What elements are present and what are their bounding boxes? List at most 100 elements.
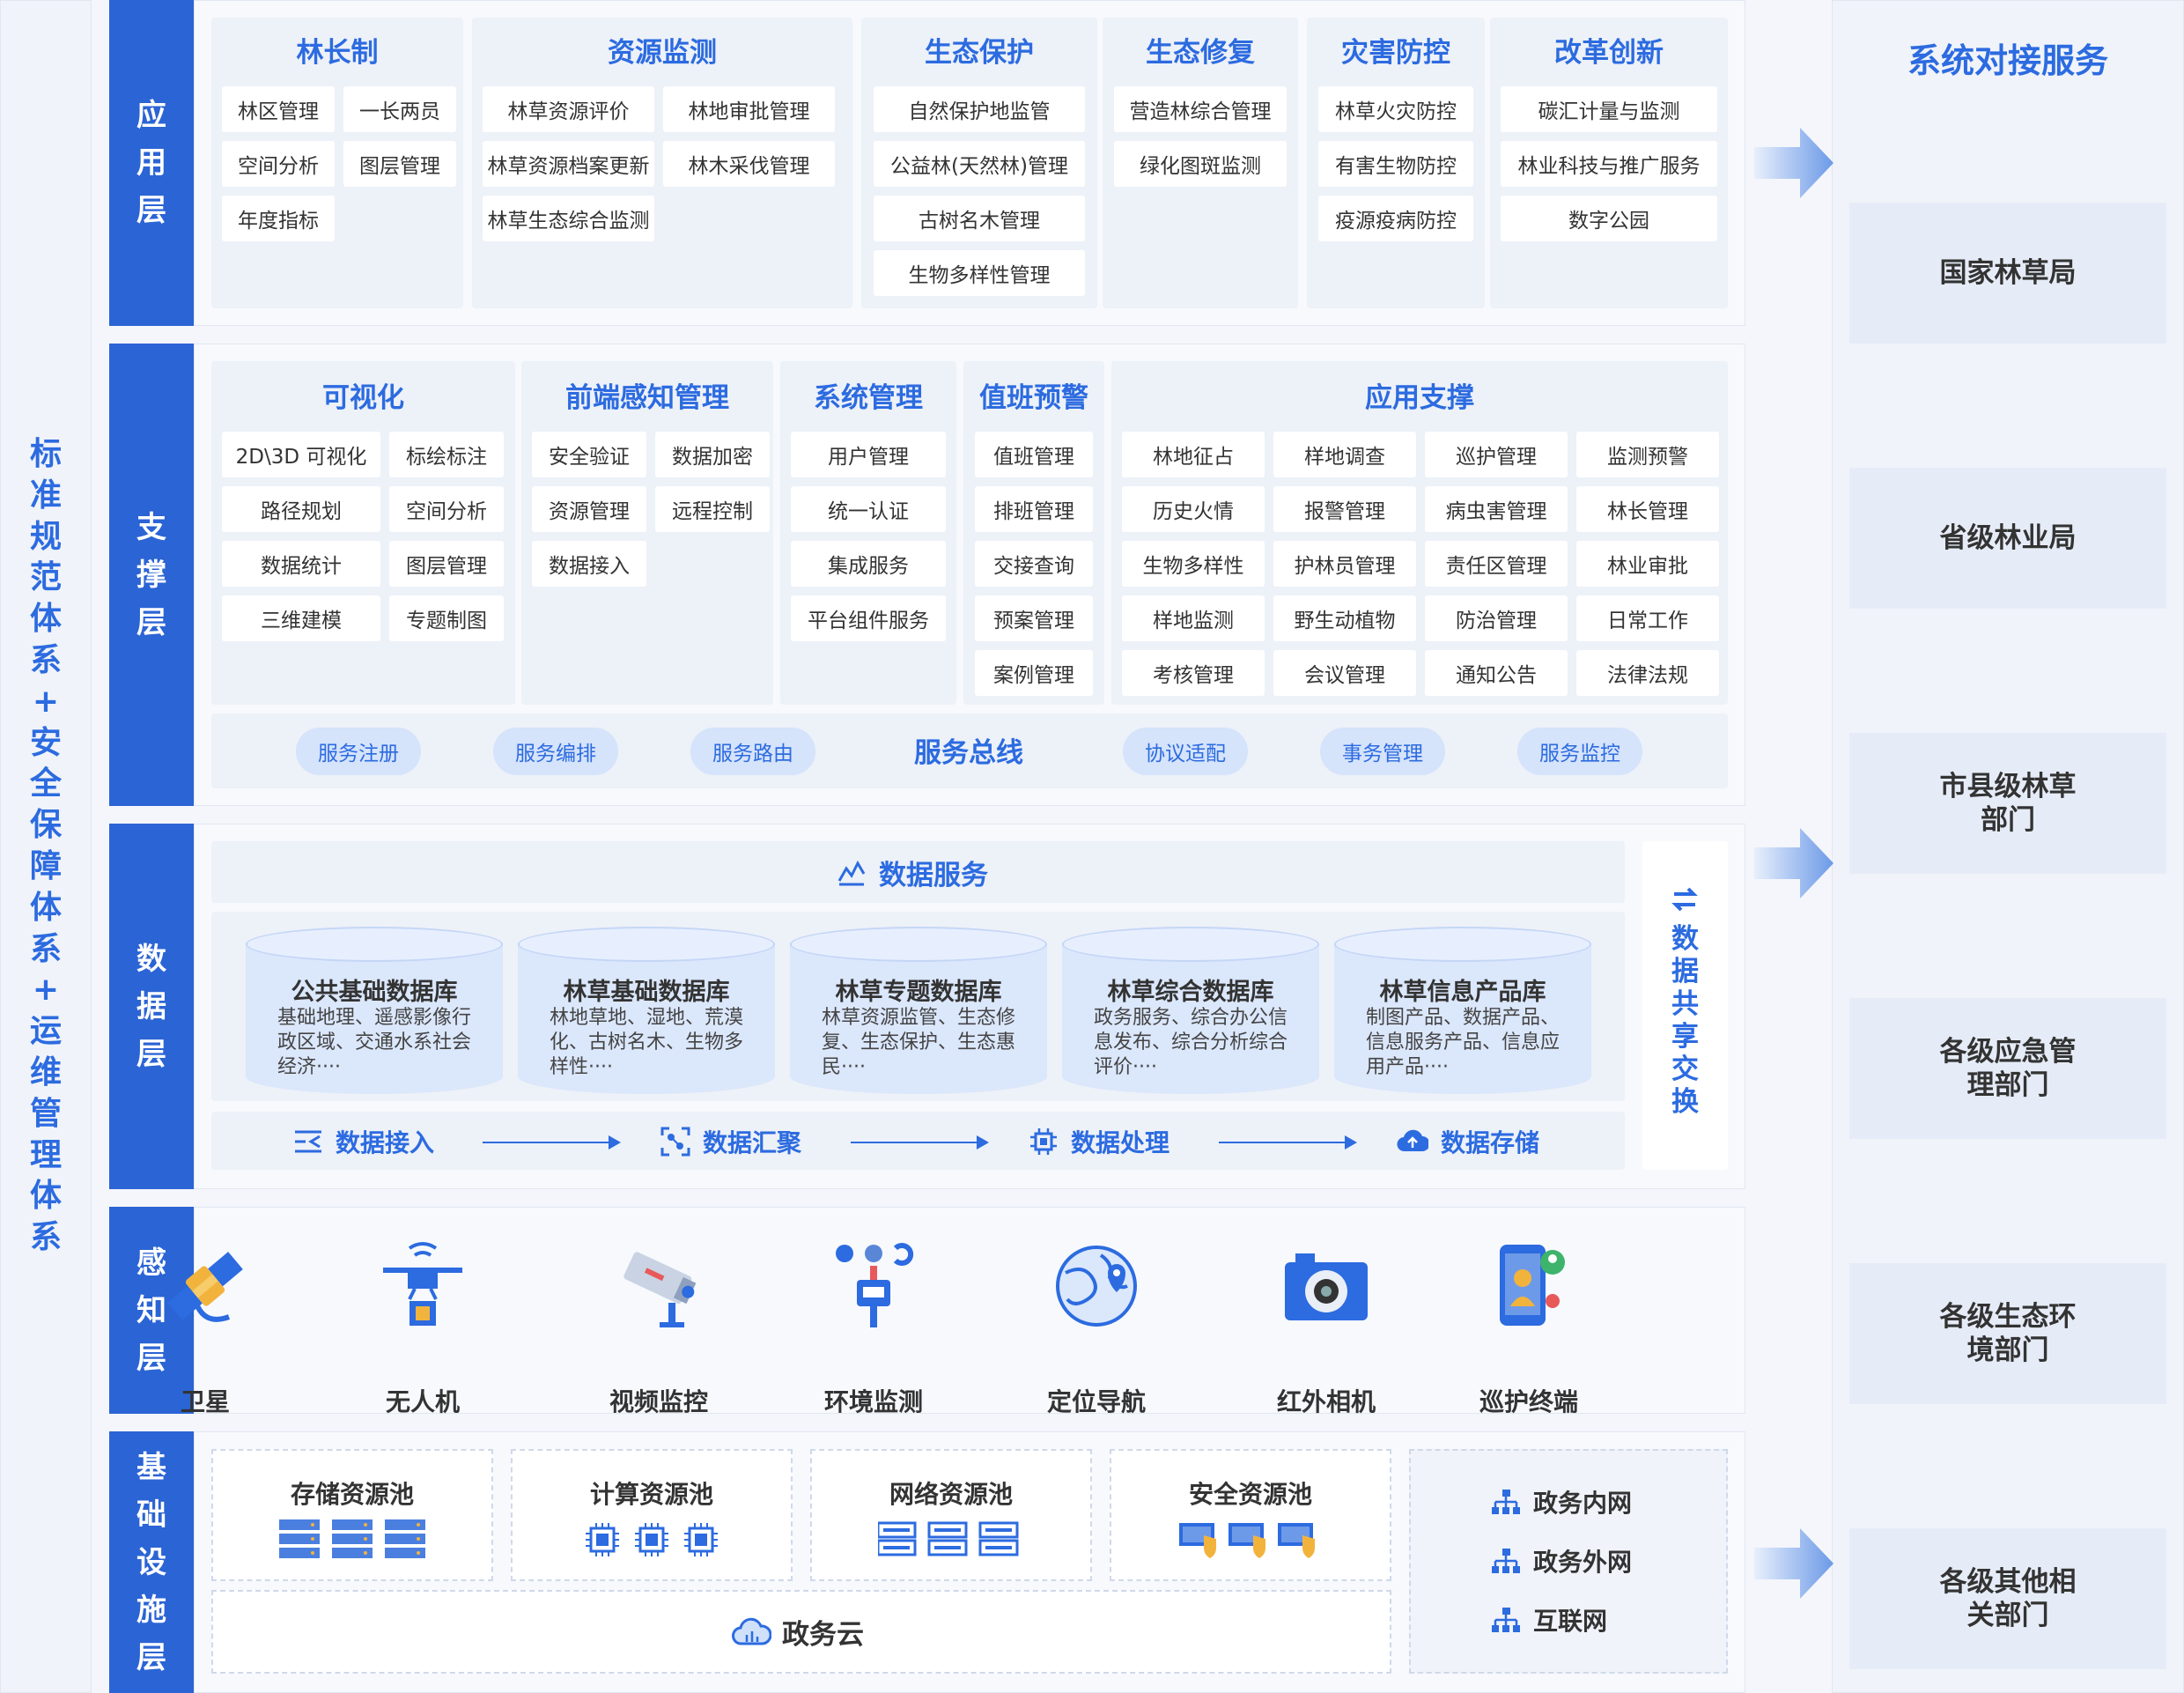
- function-item[interactable]: 通知公告: [1425, 650, 1568, 696]
- function-item[interactable]: 林地审批管理: [663, 86, 835, 132]
- function-item[interactable]: 公益林(天然林)管理: [874, 141, 1085, 187]
- function-item[interactable]: 路径规划: [222, 486, 380, 532]
- data-service-bar: [211, 841, 1625, 903]
- resource-pool-title: 存储资源池: [290, 1480, 414, 1509]
- service-bus-pill[interactable]: 事务管理: [1320, 728, 1445, 775]
- function-item[interactable]: 用户管理: [791, 432, 946, 477]
- function-item[interactable]: 值班管理: [975, 432, 1093, 477]
- docking-target[interactable]: 省级林业局: [1849, 468, 2166, 609]
- layer-label-char: 层: [136, 1036, 166, 1072]
- function-item[interactable]: 生物多样性管理: [874, 250, 1085, 296]
- function-item[interactable]: 标绘标注: [389, 432, 504, 477]
- function-item[interactable]: 林长管理: [1576, 486, 1719, 532]
- function-item[interactable]: 病虫害管理: [1425, 486, 1568, 532]
- service-bus-pill[interactable]: 服务编排: [493, 728, 618, 775]
- function-item[interactable]: 林业科技与推广服务: [1501, 141, 1717, 187]
- function-item[interactable]: 防治管理: [1425, 595, 1568, 641]
- function-item[interactable]: 历史火情: [1122, 486, 1265, 532]
- function-item[interactable]: 图层管理: [343, 141, 456, 187]
- function-item[interactable]: 数据接入: [532, 541, 646, 587]
- function-item[interactable]: 自然保护地监管: [874, 86, 1085, 132]
- standards-char: 标: [29, 436, 62, 473]
- function-item[interactable]: 样地调查: [1273, 432, 1416, 477]
- layer-label-data: 数据层: [109, 824, 194, 1189]
- function-item[interactable]: 样地监测: [1122, 595, 1265, 641]
- layer-label-char: 础: [136, 1497, 166, 1533]
- function-item[interactable]: 三维建模: [222, 595, 380, 641]
- service-bus-pill[interactable]: 服务监控: [1517, 728, 1642, 775]
- function-item[interactable]: 2D\3D 可视化: [222, 432, 380, 477]
- database-title: 林草综合数据库: [1107, 979, 1274, 1006]
- function-item[interactable]: 林木采伐管理: [663, 141, 835, 187]
- function-item[interactable]: 生物多样性: [1122, 541, 1265, 587]
- function-item[interactable]: 责任区管理: [1425, 541, 1568, 587]
- function-item[interactable]: 案例管理: [975, 650, 1093, 696]
- service-bus-pill[interactable]: 协议适配: [1123, 728, 1248, 775]
- group-title: 灾害防控: [1341, 37, 1450, 69]
- function-item[interactable]: 碳汇计量与监测: [1501, 86, 1717, 132]
- function-item[interactable]: 林地征占: [1122, 432, 1265, 477]
- function-item[interactable]: 数据统计: [222, 541, 380, 587]
- function-item[interactable]: 护林员管理: [1273, 541, 1416, 587]
- layer-label-char: 层: [136, 193, 166, 228]
- function-item[interactable]: 一长两员: [343, 86, 456, 132]
- layer-label-char: 据: [136, 988, 166, 1024]
- function-item[interactable]: 会议管理: [1273, 650, 1416, 696]
- function-item[interactable]: 数据加密: [655, 432, 770, 477]
- standards-char: 维: [29, 1054, 62, 1090]
- service-bus-pill[interactable]: 服务路由: [690, 728, 815, 775]
- function-item[interactable]: 考核管理: [1122, 650, 1265, 696]
- function-item[interactable]: 林草资源档案更新: [483, 141, 654, 187]
- function-item[interactable]: 法律法规: [1576, 650, 1719, 696]
- sensing-label: 定位导航: [1046, 1387, 1146, 1416]
- function-item[interactable]: 监测预警: [1576, 432, 1719, 477]
- function-item[interactable]: 疫源疫病防控: [1318, 196, 1473, 241]
- function-item[interactable]: 图层管理: [389, 541, 504, 587]
- group-title: 改革创新: [1554, 37, 1664, 69]
- service-bus: [211, 713, 1728, 788]
- function-item[interactable]: 报警管理: [1273, 486, 1416, 532]
- function-item[interactable]: 野生动植物: [1273, 595, 1416, 641]
- function-item[interactable]: 林业审批: [1576, 541, 1719, 587]
- function-item[interactable]: 营造林综合管理: [1114, 86, 1287, 132]
- function-item[interactable]: 林草火灾防控: [1318, 86, 1473, 132]
- function-item[interactable]: 林草资源评价: [483, 86, 654, 132]
- docking-target[interactable]: 各级生态环境部门: [1849, 1263, 2166, 1404]
- function-item[interactable]: 年度指标: [222, 196, 335, 241]
- function-item[interactable]: 交接查询: [975, 541, 1093, 587]
- function-item[interactable]: 排班管理: [975, 486, 1093, 532]
- sensing-label: 无人机: [385, 1387, 460, 1416]
- function-item[interactable]: 平台组件服务: [791, 595, 946, 641]
- function-item[interactable]: 林草生态综合监测: [483, 196, 654, 241]
- function-item[interactable]: 古树名木管理: [874, 196, 1085, 241]
- function-item[interactable]: 绿化图斑监测: [1114, 141, 1287, 187]
- function-item[interactable]: 有害生物防控: [1318, 141, 1473, 187]
- function-item[interactable]: 巡护管理: [1425, 432, 1568, 477]
- function-item[interactable]: 林区管理: [222, 86, 335, 132]
- function-item[interactable]: 远程控制: [655, 486, 770, 532]
- layer-label-char: 感: [136, 1245, 166, 1281]
- docking-target[interactable]: 各级其他相关部门: [1849, 1528, 2166, 1669]
- function-group: 灾害防控林草火灾防控有害生物防控疫源疫病防控: [1307, 18, 1485, 308]
- service-bus-pill[interactable]: 服务注册: [296, 728, 421, 775]
- function-item[interactable]: 空间分析: [389, 486, 504, 532]
- function-item[interactable]: 资源管理: [532, 486, 646, 532]
- function-item[interactable]: 集成服务: [791, 541, 946, 587]
- network-topology-icon: [1491, 1606, 1521, 1634]
- layer-label-support: 支撑层: [109, 344, 194, 806]
- cylinder-bottom: [790, 1059, 1047, 1094]
- docking-target[interactable]: 国家林草局: [1849, 203, 2166, 344]
- function-item[interactable]: 空间分析: [222, 141, 335, 187]
- database-cylinder: 林草综合数据库政务服务、综合办公信息发布、综合分析综合评价····: [1062, 927, 1319, 1094]
- layer-label-char: 层: [136, 1639, 166, 1675]
- function-item[interactable]: 数字公园: [1501, 196, 1717, 241]
- function-item[interactable]: 日常工作: [1576, 595, 1719, 641]
- function-item[interactable]: 统一认证: [791, 486, 946, 532]
- function-item[interactable]: 安全验证: [532, 432, 646, 477]
- data-share-char: 享: [1671, 1021, 1699, 1053]
- data-service-header: 数据服务: [837, 853, 988, 891]
- docking-target[interactable]: 市县级林草部门: [1849, 733, 2166, 874]
- function-item[interactable]: 预案管理: [975, 595, 1093, 641]
- function-item[interactable]: 专题制图: [389, 595, 504, 641]
- docking-target[interactable]: 各级应急管理部门: [1849, 998, 2166, 1139]
